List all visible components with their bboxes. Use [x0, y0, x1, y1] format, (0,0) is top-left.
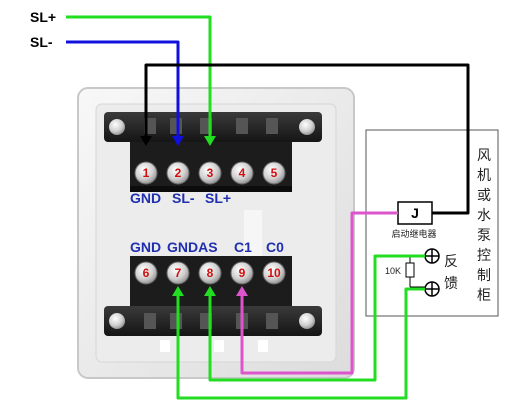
label-c0-bottom: C0 — [266, 239, 284, 255]
cabinet-title-char: 机 — [477, 168, 491, 184]
terminal-labels: GND SL- SL+ GND GNDAS C1 C0 — [130, 190, 284, 255]
feedback-char: 反 — [444, 254, 458, 270]
terminal-screw-icon — [166, 261, 190, 285]
terminal-number-5: 5 — [271, 166, 278, 180]
terminal-number-2: 2 — [175, 166, 182, 180]
start-relay: J 启动继电器 — [391, 201, 437, 240]
relay-symbol: J — [411, 205, 419, 221]
terminal-screw-icon — [198, 261, 222, 285]
label-sl-plus-top: SL+ — [205, 190, 231, 206]
terminal-numbers: 1 2 3 4 5 6 7 8 9 10 — [143, 166, 281, 280]
wire-gnd-feedback — [176, 287, 425, 400]
wire-arrows — [140, 136, 248, 296]
label-gndas-bottom: GNDAS — [167, 239, 218, 255]
terminal-number-6: 6 — [143, 266, 150, 280]
mounting-screw-icon — [299, 119, 315, 135]
feedback-char: 馈 — [444, 276, 458, 292]
label-sl-minus-top: SL- — [172, 190, 195, 206]
cabinet-title-char: 柜 — [477, 288, 491, 304]
terminal-screw-icon — [262, 261, 286, 285]
terminal-screw-icon — [134, 161, 158, 185]
arrow-down-icon — [140, 136, 152, 146]
wire-relay-c1 — [240, 211, 398, 375]
terminal-screw-icon — [262, 161, 286, 185]
terminal-number-1: 1 — [143, 166, 150, 180]
arrow-up-icon — [204, 286, 216, 296]
wire-gndas-feedback — [208, 254, 425, 382]
label-sl-minus-external: SL- — [30, 34, 53, 50]
terminal-screw-icon — [166, 161, 190, 185]
terminal-screws — [134, 161, 286, 285]
terminal-screw-icon — [198, 161, 222, 185]
terminal-screw-icon — [230, 161, 254, 185]
bottom-mounting-strip — [104, 306, 322, 336]
terminal-screw-icon — [230, 261, 254, 285]
cabinet-title-char: 水 — [477, 208, 491, 224]
cabinet-title-char: 或 — [477, 188, 491, 204]
feedback-terminal-icon — [424, 248, 440, 264]
terminal-number-8: 8 — [207, 266, 214, 280]
cabinet-title: 风 机 或 水 泵 控 制 柜 — [477, 148, 491, 304]
feedback-terminal-icon — [424, 281, 440, 297]
wires — [66, 15, 470, 400]
label-gnd-top: GND — [130, 190, 161, 206]
label-gnd-bottom: GND — [130, 239, 161, 255]
cabinet-title-char: 制 — [477, 268, 491, 284]
terminal-screw-icon — [134, 261, 158, 285]
wire-sl-plus — [66, 15, 212, 140]
arrow-up-icon — [172, 286, 184, 296]
terminal-number-9: 9 — [239, 266, 246, 280]
top-mounting-strip — [104, 112, 322, 142]
terminal-number-3: 3 — [207, 166, 214, 180]
arrow-up-icon — [236, 286, 248, 296]
resistor-label: 10K — [385, 266, 401, 276]
resistor-icon — [405, 262, 415, 278]
label-c1-bottom: C1 — [234, 239, 252, 255]
relay-label: 启动继电器 — [391, 228, 436, 240]
cabinet-title-char: 风 — [477, 148, 491, 164]
wire-gnd-relay — [144, 63, 470, 215]
cabinet-title-char: 泵 — [477, 228, 491, 244]
terminal-number-7: 7 — [175, 266, 182, 280]
label-sl-plus-external: SL+ — [30, 9, 56, 25]
wire-sl-minus — [66, 40, 180, 140]
terminal-number-4: 4 — [239, 166, 246, 180]
mounting-screw-icon — [299, 313, 315, 329]
arrow-down-icon — [204, 136, 216, 146]
cabinet-title-char: 控 — [477, 248, 491, 264]
mounting-screw-icon — [109, 313, 125, 329]
arrow-down-icon — [172, 136, 184, 146]
terminal-number-10: 10 — [267, 266, 281, 280]
mounting-screw-icon — [109, 119, 125, 135]
